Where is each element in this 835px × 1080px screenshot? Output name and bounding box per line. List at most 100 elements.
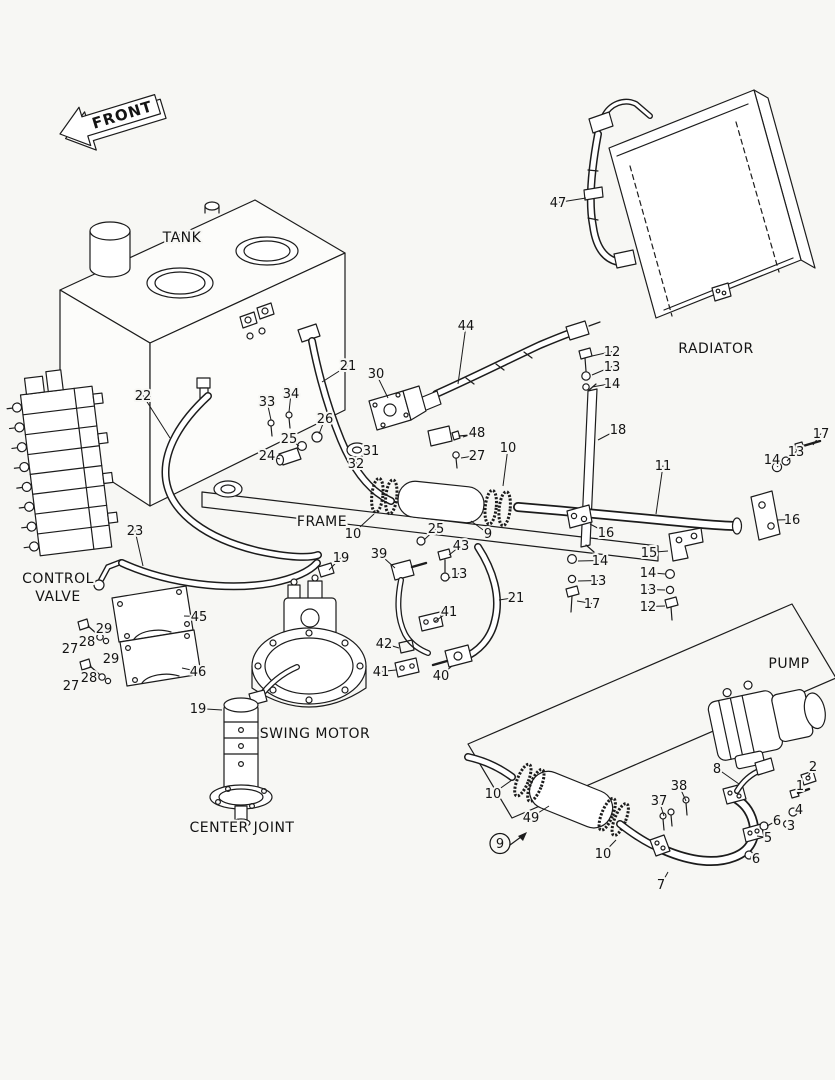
callout-29: 29 bbox=[103, 652, 120, 667]
callout-41: 41 bbox=[373, 665, 390, 680]
callout-13: 13 bbox=[451, 567, 468, 582]
callout-43: 43 bbox=[453, 539, 470, 554]
callout-5: 5 bbox=[764, 831, 772, 846]
leader-line bbox=[362, 450, 372, 453]
callout-30: 30 bbox=[368, 367, 385, 382]
callout-49: 49 bbox=[523, 811, 540, 826]
leader-line bbox=[647, 605, 666, 607]
callout-25: 25 bbox=[281, 432, 298, 447]
leader-line bbox=[793, 809, 800, 814]
tube-9 bbox=[370, 476, 512, 528]
leader-line bbox=[591, 351, 613, 357]
leader-line bbox=[266, 455, 281, 460]
callout-27: 27 bbox=[62, 642, 79, 657]
leader-line bbox=[678, 785, 687, 802]
callout-45: 45 bbox=[191, 610, 208, 625]
leader-line bbox=[591, 366, 613, 376]
center-joint bbox=[209, 664, 300, 828]
leader-line bbox=[589, 523, 607, 533]
leader-line bbox=[288, 438, 300, 447]
callout-27: 27 bbox=[469, 449, 486, 464]
leader-line bbox=[576, 600, 593, 604]
callout-6: 6 bbox=[752, 852, 760, 867]
leader-line bbox=[266, 401, 272, 421]
hose-22 bbox=[161, 392, 322, 561]
leader-line bbox=[457, 325, 467, 385]
callout-34: 34 bbox=[283, 387, 300, 402]
leader-line bbox=[577, 560, 601, 562]
front-direction-arrow: FRONT bbox=[59, 94, 167, 151]
suction-tube-49 bbox=[513, 762, 630, 837]
callout-17: 17 bbox=[584, 597, 601, 612]
leader-line bbox=[181, 667, 199, 672]
callout-14: 14 bbox=[592, 554, 609, 569]
callout-13: 13 bbox=[640, 583, 657, 598]
leader-line bbox=[787, 824, 792, 826]
callout-19: 19 bbox=[333, 551, 350, 566]
leader-line bbox=[197, 708, 223, 711]
leader-line bbox=[380, 669, 397, 672]
leader-line bbox=[423, 528, 437, 541]
callout-6: 6 bbox=[773, 814, 781, 829]
callout-9: 9 bbox=[484, 527, 492, 542]
callout-39: 39 bbox=[371, 547, 388, 562]
callout-29: 29 bbox=[96, 622, 113, 637]
pump bbox=[707, 680, 826, 770]
leader-line bbox=[448, 545, 462, 556]
radiator bbox=[608, 89, 816, 319]
callout-15: 15 bbox=[641, 546, 658, 561]
leader-line bbox=[602, 839, 617, 854]
callout-16: 16 bbox=[784, 513, 801, 528]
leader-line bbox=[134, 530, 144, 567]
upper-radiator-hose bbox=[583, 98, 653, 269]
leader-line bbox=[460, 455, 478, 459]
leader-line bbox=[771, 459, 779, 468]
callout-25: 25 bbox=[428, 522, 445, 537]
leader-line bbox=[756, 835, 769, 838]
leader-line bbox=[352, 513, 375, 534]
label-frame: FRAME bbox=[297, 514, 347, 530]
callout-10: 10 bbox=[500, 441, 517, 456]
leader-line bbox=[796, 785, 801, 793]
callout-17: 17 bbox=[813, 427, 830, 442]
leader-line bbox=[328, 557, 342, 571]
callout-12: 12 bbox=[640, 600, 657, 615]
leader-line bbox=[749, 856, 757, 859]
hose-44 bbox=[395, 320, 601, 419]
leader-line bbox=[375, 373, 389, 399]
callout-31: 31 bbox=[363, 444, 380, 459]
callout-28: 28 bbox=[79, 635, 96, 650]
callout-48: 48 bbox=[469, 426, 486, 441]
leader-line bbox=[383, 643, 400, 649]
leader-line bbox=[183, 615, 200, 617]
leader-line bbox=[647, 589, 666, 591]
callout-38: 38 bbox=[671, 779, 688, 794]
callout-14: 14 bbox=[764, 453, 781, 468]
callout-13: 13 bbox=[604, 360, 621, 375]
callout-40: 40 bbox=[433, 669, 450, 684]
leader-line bbox=[597, 429, 619, 441]
callout-32: 32 bbox=[348, 457, 365, 472]
leader-line bbox=[318, 418, 326, 435]
label-center-joint: CENTER JOINT bbox=[190, 820, 295, 836]
leader-line bbox=[492, 779, 513, 794]
leader-line bbox=[321, 365, 349, 383]
leader-line bbox=[647, 572, 666, 575]
pipe-11 bbox=[513, 439, 822, 621]
callout-10: 10 bbox=[345, 527, 362, 542]
callout-21: 21 bbox=[508, 591, 525, 606]
callout-3: 3 bbox=[787, 819, 795, 834]
hydraulic-tank bbox=[59, 199, 346, 507]
leader-line bbox=[530, 805, 550, 818]
callout-circle bbox=[489, 832, 511, 855]
callout-19: 19 bbox=[190, 702, 207, 717]
callout-27: 27 bbox=[63, 679, 80, 694]
callout-12: 12 bbox=[604, 345, 621, 360]
label-swing-motor: SWING MOTOR bbox=[260, 726, 371, 742]
leader-line bbox=[462, 432, 478, 438]
leader-line bbox=[812, 433, 822, 446]
leader-line bbox=[658, 800, 665, 817]
leader-line bbox=[776, 519, 793, 521]
